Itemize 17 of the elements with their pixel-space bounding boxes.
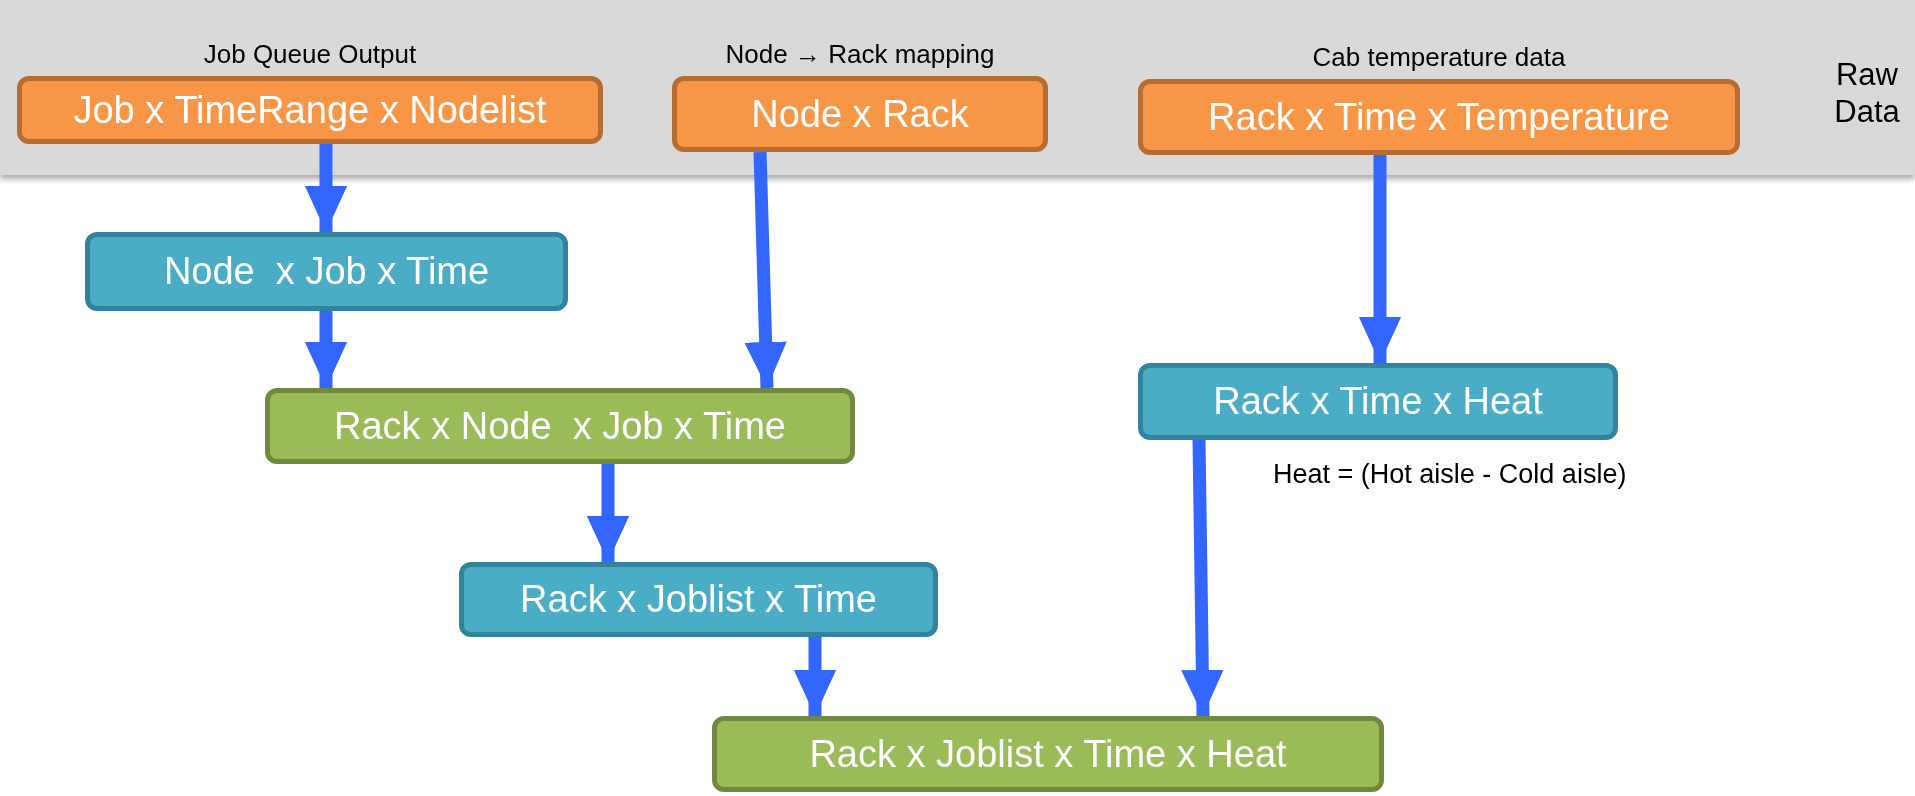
note-text: Heat = (Hot aisle - Cold aisle) <box>1273 459 1627 490</box>
box-heading: Node → Rack mapping <box>724 39 996 70</box>
arrow <box>304 311 348 388</box>
box-heading: Cab temperature data <box>1311 42 1567 73</box>
process-box: Rack x Node x Job x Time <box>265 388 855 464</box>
raw-data-band <box>0 0 1915 175</box>
arrow <box>744 151 787 389</box>
process-box: Node x Job x Time <box>85 232 568 311</box>
process-box: Rack x Joblist x Time <box>459 562 938 637</box>
process-box: Rack x Joblist x Time x Heat <box>712 716 1384 792</box>
arrow <box>586 464 630 562</box>
box-heading: Job Queue Output <box>202 39 418 70</box>
arrow <box>1181 439 1224 717</box>
arrow <box>1358 155 1402 363</box>
arrow <box>793 637 837 716</box>
arrow <box>304 144 348 232</box>
band-label: Raw Data <box>1833 56 1901 131</box>
